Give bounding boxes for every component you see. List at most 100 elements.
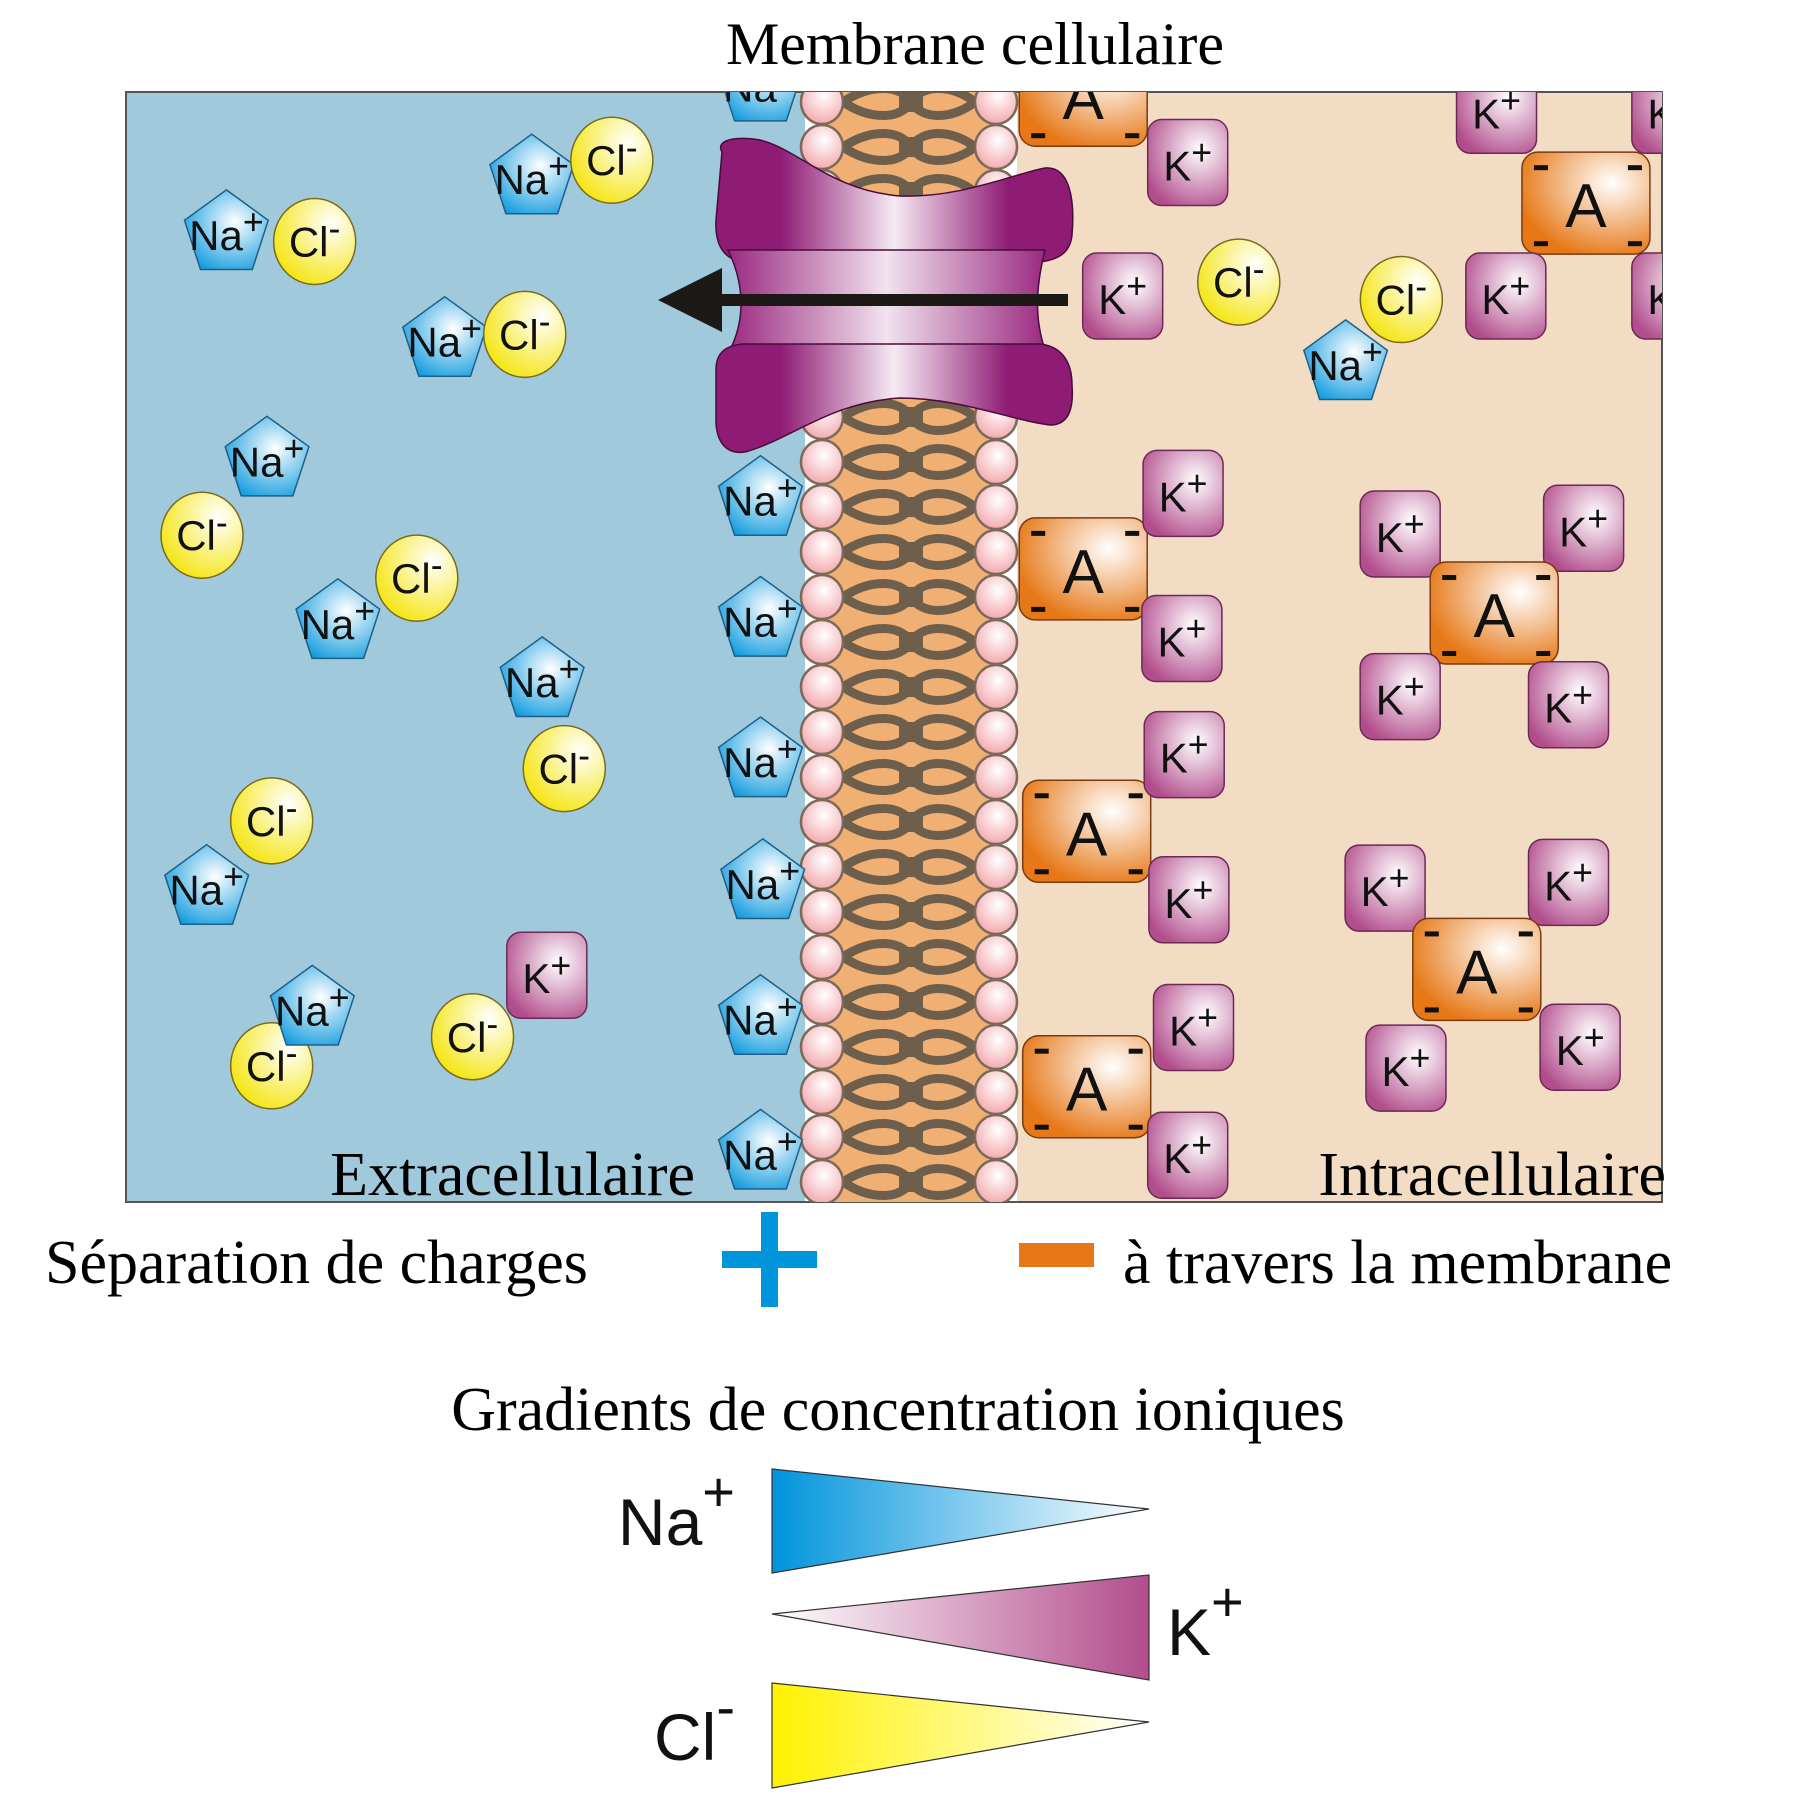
ion-label: K+: [1361, 858, 1410, 915]
lipid-head: [973, 573, 1019, 621]
lipid-head: [799, 888, 845, 936]
potassium-ion: K+: [1344, 844, 1426, 932]
ion-label: K+: [1163, 133, 1212, 190]
lipid-tails: [840, 1164, 978, 1200]
ions-layer: Na+Cl-Na+Cl-Na+Cl-Na+Cl-Cl-Na+Na+Cl-Cl-N…: [160, 53, 1696, 1199]
ion-label: A: [1474, 582, 1516, 651]
ion-label: Na+: [407, 309, 482, 366]
anion-protein: A: [1021, 779, 1152, 884]
lipid-head: [973, 978, 1019, 1026]
negative-charge-mark: [1518, 1007, 1533, 1013]
lipid-head: [799, 573, 845, 621]
sodium-ion: Na+: [723, 53, 798, 122]
negative-charge-mark: [1031, 606, 1046, 612]
lipid-tails: [840, 534, 978, 570]
negative-charge-mark: [1125, 606, 1140, 612]
potassium-ion: K+: [1527, 838, 1610, 927]
ion-label: Cl-: [246, 788, 298, 845]
lipid-head: [799, 438, 845, 486]
negative-charge-mark: [1442, 651, 1457, 657]
lipid-tails: [840, 92, 978, 120]
minus-sign-icon: [1019, 1243, 1094, 1267]
negative-charge-mark: [1128, 869, 1143, 875]
ion-label: K+: [1164, 870, 1213, 927]
sodium-ion: Na+: [183, 188, 270, 271]
lipid-tails: [840, 1119, 978, 1155]
negative-charge-mark: [1518, 931, 1533, 937]
lipid-tails: [840, 489, 978, 525]
chloride-ion: Cl-: [1197, 238, 1281, 326]
lipid-head: [799, 1158, 845, 1202]
ion-label: A: [1063, 538, 1105, 607]
negative-charge-mark: [1627, 165, 1642, 171]
negative-charge-mark: [1128, 1048, 1143, 1054]
efflux-arrow-head: [658, 268, 722, 332]
ion-label: Na+: [230, 428, 305, 485]
lipid-tails: [840, 714, 978, 750]
gradient-label: K+: [1167, 1570, 1244, 1669]
lipid-head: [973, 92, 1019, 126]
lipid-head: [799, 1113, 845, 1161]
ion-label: K+: [1160, 725, 1209, 782]
ion-label: K+: [1647, 266, 1696, 323]
ion-label: Cl-: [447, 1004, 499, 1061]
negative-charge-mark: [1034, 1048, 1049, 1054]
ion-label: Cl-: [1213, 249, 1265, 306]
ion-label: Cl-: [289, 209, 341, 266]
potassium-ion: K+: [1631, 252, 1696, 340]
negative-charge-mark: [1034, 1124, 1049, 1130]
ion-label: Na+: [301, 591, 376, 648]
lipid-head: [799, 528, 845, 576]
intracellular-label: Intracellulaire: [1318, 1141, 1666, 1209]
potassium-ion: K+: [1142, 449, 1224, 538]
lipid-tails: [840, 849, 978, 885]
lipid-head: [973, 843, 1019, 891]
potassium-ion: K+: [1152, 983, 1235, 1072]
ion-label: Na+: [494, 146, 569, 203]
ion-label: Na+: [723, 987, 798, 1044]
lipid-head: [973, 1023, 1019, 1071]
negative-charge-mark: [1125, 530, 1140, 536]
gradient-wedge: [771, 1682, 1150, 1789]
ion-label: Na+: [505, 649, 580, 706]
anion-protein: A: [1521, 151, 1651, 255]
chloride-ion: Cl-: [570, 116, 654, 204]
sodium-ion: Na+: [717, 454, 804, 537]
potassium-ion: K+: [1081, 252, 1164, 340]
lipid-head: [799, 1068, 845, 1116]
ion-label: A: [1565, 172, 1607, 241]
chloride-ion: Cl-: [229, 777, 314, 865]
potassium-ion: K+: [1527, 660, 1610, 749]
lipid-tails: [840, 444, 978, 480]
ion-label: K+: [1169, 998, 1218, 1055]
sodium-ion: Na+: [295, 577, 381, 660]
ion-label: Na+: [726, 851, 801, 908]
lipid-head: [973, 1113, 1019, 1161]
lipid-head: [799, 933, 845, 981]
negative-charge-mark: [1424, 1007, 1439, 1013]
negative-charge-mark: [1424, 931, 1439, 937]
anion-protein: A: [1018, 517, 1148, 621]
ion-label: K+: [1544, 852, 1593, 909]
ion-label: K+: [1376, 667, 1425, 724]
negative-charge-mark: [1034, 793, 1049, 799]
negative-charge-mark: [1128, 1124, 1143, 1130]
lipid-head: [973, 708, 1019, 756]
ion-label: K+: [1382, 1038, 1431, 1095]
lipid-tails: [840, 624, 978, 660]
lipid-tails: [840, 399, 978, 435]
anion-protein: A: [1429, 561, 1559, 665]
chloride-gradient: Cl-: [654, 1675, 1150, 1789]
negative-charge-mark: [1034, 869, 1049, 875]
ion-label: Na+: [723, 53, 798, 110]
potassium-ion: K+: [1455, 92, 1538, 155]
potassium-ion: K+: [506, 931, 588, 1019]
lipid-head: [799, 708, 845, 756]
lipid-head: [973, 438, 1019, 486]
lipid-head: [799, 618, 845, 666]
ion-label: K+: [1159, 463, 1208, 520]
potassium-ion: K+: [1631, 92, 1662, 155]
chloride-ion: Cl-: [229, 1022, 314, 1110]
ion-label: A: [1063, 64, 1105, 133]
